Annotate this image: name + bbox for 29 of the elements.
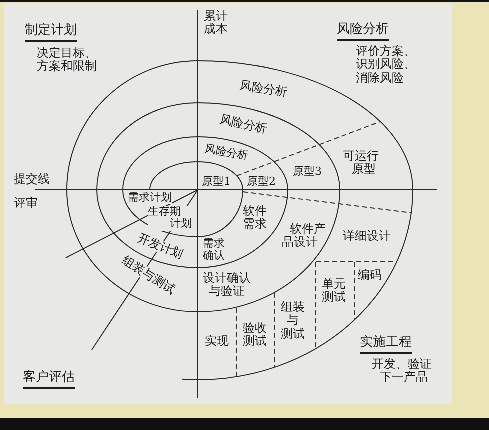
- axis-label: 累计成本: [204, 10, 228, 37]
- quadrant-description: 评价方案、识别风险、消除风险: [356, 45, 416, 86]
- quadrant-heading: 实施工程: [360, 336, 412, 354]
- phase-label: 编码: [358, 269, 382, 282]
- phase-label: 组装与测试: [281, 301, 305, 342]
- phase-label: 风险分析: [238, 79, 288, 100]
- phase-label: 生存期计划: [148, 206, 192, 231]
- phase-label: 实现: [205, 335, 229, 348]
- phase-label: 原型1: [202, 176, 231, 188]
- phase-label: 风险分析: [204, 143, 250, 163]
- phase-label: 需求确认: [203, 238, 225, 263]
- phase-label: 可运行原型: [343, 150, 379, 177]
- quadrant-description: 开发、验证下一产品: [372, 358, 432, 385]
- phase-label: 软件产品设计: [282, 223, 326, 250]
- quadrant-description: 决定目标、方案和限制: [37, 47, 97, 74]
- phase-label: 设计确认与验证: [203, 272, 251, 299]
- axis-label: 提交线: [14, 173, 50, 186]
- phase-label: 原型3: [293, 166, 322, 178]
- phase-label: 风险分析: [218, 113, 268, 136]
- quadrant-heading: 客户评估: [23, 371, 75, 389]
- quadrant-heading: 风险分析: [337, 23, 389, 41]
- phase-label: 详细设计: [343, 230, 391, 244]
- phase-label: 软件需求: [243, 205, 267, 232]
- phase-label: 原型2: [247, 176, 276, 188]
- axis-label: 评审: [14, 197, 38, 210]
- phase-label: 单元测试: [322, 278, 346, 305]
- phase-label: 需求计划: [128, 192, 172, 204]
- phase-label: 验收测试: [243, 322, 267, 349]
- quadrant-heading: 制定计划: [25, 24, 77, 42]
